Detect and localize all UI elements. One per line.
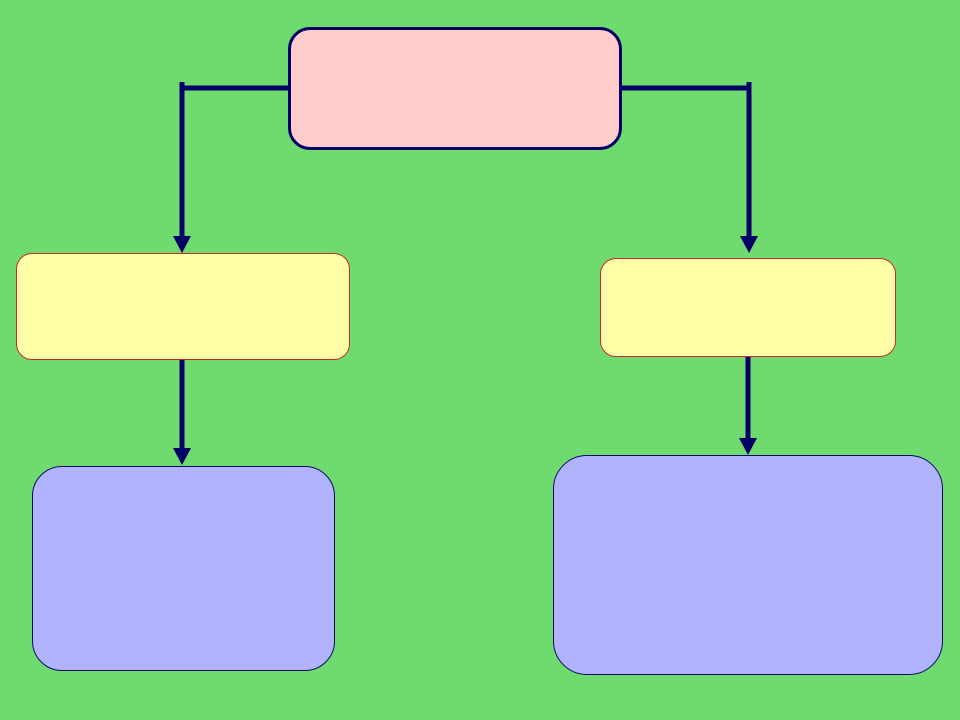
node-right-bottom [553, 455, 943, 675]
node-top [288, 27, 622, 150]
connector-top-to-left-mid [179, 85, 290, 238]
arrowhead-left-mid [173, 236, 191, 253]
connector-top-to-right-mid [620, 85, 752, 238]
arrowhead-right-bottom [739, 438, 757, 455]
node-right-mid [600, 258, 896, 357]
node-left-mid [16, 253, 350, 360]
arrowhead-right-mid [740, 236, 758, 253]
node-left-bottom [32, 466, 335, 671]
arrowhead-left-bottom [173, 448, 191, 465]
